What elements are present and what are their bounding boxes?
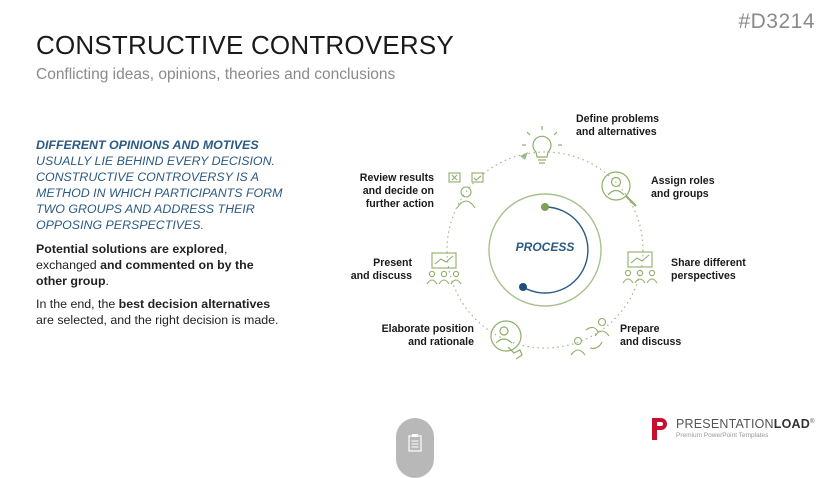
- p2-bold-1: Potential solutions are explored: [36, 242, 224, 256]
- step-3-line-2: perspectives: [671, 270, 736, 282]
- presentation-group-icon-left: [426, 252, 462, 285]
- intro-paragraph: DIFFERENT OPINIONS AND MOTIVES USUALLY L…: [36, 137, 286, 233]
- brand-name-b: LOAD: [773, 417, 810, 431]
- step-1-line-1: Define problems: [576, 113, 660, 125]
- step-6-line-1: Present: [373, 257, 412, 269]
- description-panel: DIFFERENT OPINIONS AND MOTIVES USUALLY L…: [36, 137, 286, 335]
- step-3-line-1: Share different: [671, 257, 746, 269]
- intro-bold: DIFFERENT OPINIONS AND MOTIVES: [36, 138, 259, 152]
- step-prepare-discuss: Prepare and discuss: [620, 323, 681, 349]
- step-share-perspectives: Share different perspectives: [671, 257, 746, 283]
- brand-tagline: Premium PowerPoint Templates: [676, 432, 769, 439]
- step-elaborate-position: Elaborate position and rationale: [364, 323, 474, 349]
- presentation-group-icon-right: [622, 251, 658, 284]
- brand-logo-mark-icon: [652, 418, 667, 440]
- step-5-line-1: Elaborate position: [381, 323, 474, 335]
- step-review-results: Review results and decide on further act…: [340, 172, 434, 211]
- step-4-line-1: Prepare: [620, 323, 660, 335]
- lightbulb-icon: [522, 126, 562, 164]
- outer-dotted-ring: [446, 151, 644, 349]
- person-search-icon: [601, 171, 637, 207]
- step-5-line-2: and rationale: [408, 336, 474, 348]
- page-title: CONSTRUCTIVE CONTROVERSY: [36, 30, 454, 60]
- step-6-line-2: and discuss: [350, 270, 412, 282]
- p2-text-2: .: [105, 274, 109, 288]
- page-subtitle: Conflicting ideas, opinions, theories an…: [36, 66, 396, 83]
- clipboard-icon: [408, 434, 422, 452]
- hand-person-icon: [490, 320, 523, 360]
- cycle-arrow: [520, 152, 528, 160]
- p3-bold-1: best decision alternatives: [118, 297, 271, 311]
- process-cycle-diagram: [426, 126, 658, 360]
- p2-bold-2: and commented on by the other group: [36, 258, 254, 288]
- solutions-paragraph: Potential solutions are explored, exchan…: [36, 241, 286, 289]
- brand-name: PRESENTATIONLOAD®: [676, 417, 815, 431]
- decision-icon: [448, 172, 484, 209]
- brand-logo: PRESENTATIONLOAD® Premium PowerPoint Tem…: [650, 414, 820, 444]
- inner-green-ring: [488, 193, 602, 307]
- step-present-discuss: Present and discuss: [322, 257, 412, 283]
- decision-paragraph: In the end, the best decision alternativ…: [36, 296, 286, 328]
- green-marker-dot: [541, 203, 549, 211]
- p3-text-1: In the end, the: [36, 297, 119, 311]
- inner-blue-arc: [522, 206, 589, 294]
- brand-name-a: PRESENTATION: [676, 417, 774, 431]
- step-7-line-3: further action: [365, 198, 434, 210]
- p3-text-2: are selected, and the right decision is …: [36, 313, 279, 327]
- notes-tab[interactable]: [396, 418, 434, 478]
- step-1-line-2: and alternatives: [576, 126, 657, 138]
- people-discuss-icon: [570, 317, 610, 356]
- step-2-line-2: and groups: [651, 188, 709, 200]
- slide-code: #D3214: [738, 10, 815, 33]
- blue-marker-dot: [519, 283, 527, 291]
- step-2-line-1: Assign roles: [651, 175, 715, 187]
- intro-rest: USUALLY LIE BEHIND EVERY DECISION. CONST…: [36, 154, 283, 232]
- step-define-problems: Define problems and alternatives: [576, 113, 659, 139]
- p2-text-1: , exchanged: [36, 242, 228, 272]
- step-assign-roles: Assign roles and groups: [651, 175, 715, 201]
- step-7-line-2: and decide on: [362, 185, 434, 197]
- brand-reg: ®: [810, 418, 815, 425]
- step-4-line-2: and discuss: [620, 336, 682, 348]
- process-center-label: PROCESS: [515, 240, 575, 254]
- step-7-line-1: Review results: [359, 172, 434, 184]
